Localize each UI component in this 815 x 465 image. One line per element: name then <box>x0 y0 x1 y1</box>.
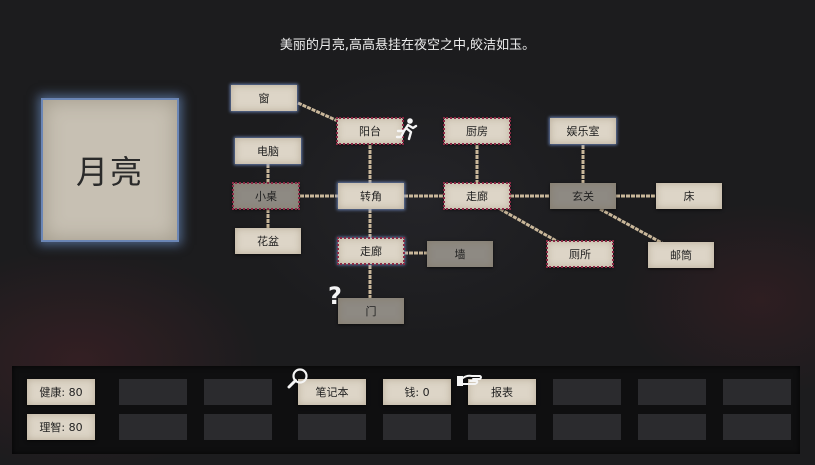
map-node-wall[interactable]: 墙 <box>427 241 493 267</box>
stat-health[interactable]: 健康: 80 <box>27 379 95 405</box>
magnifier-icon[interactable] <box>286 367 310 395</box>
inventory-slot[interactable] <box>204 379 272 405</box>
inventory-slot[interactable] <box>723 379 791 405</box>
inventory-slot[interactable] <box>638 414 706 440</box>
inventory-slot[interactable] <box>119 414 187 440</box>
inventory-slot[interactable] <box>553 414 621 440</box>
inventory-slot[interactable] <box>298 414 366 440</box>
inventory-slot[interactable] <box>468 414 536 440</box>
inventory-slot[interactable] <box>204 414 272 440</box>
item-notebook[interactable]: 笔记本 <box>298 379 366 405</box>
narration-text: 美丽的月亮,高高悬挂在夜空之中,皎洁如玉。 <box>279 38 536 53</box>
map-node-balcony[interactable]: 阳台 <box>336 117 404 145</box>
map-node-window[interactable]: 窗 <box>231 85 297 111</box>
focus-card[interactable]: 月亮 <box>41 98 179 242</box>
item-money[interactable]: 钱: 0 <box>383 379 451 405</box>
map-node-corner[interactable]: 转角 <box>338 183 404 209</box>
stat-sanity[interactable]: 理智: 80 <box>27 414 95 440</box>
map-node-hallway-lower[interactable]: 走廊 <box>337 237 405 265</box>
map-node-door[interactable]: 门 <box>338 298 404 324</box>
map-node-entertainment-room[interactable]: 娱乐室 <box>550 118 616 144</box>
inventory-slot[interactable] <box>553 379 621 405</box>
map-node-small-table[interactable]: 小桌 <box>232 182 300 210</box>
inventory-slot[interactable] <box>638 379 706 405</box>
inventory-slot[interactable] <box>723 414 791 440</box>
map-node-mailbox[interactable]: 邮筒 <box>648 242 714 268</box>
map-node-computer[interactable]: 电脑 <box>235 138 301 164</box>
inventory-slot[interactable] <box>119 379 187 405</box>
map-node-entrance[interactable]: 玄关 <box>550 183 616 209</box>
hand-grab-icon[interactable] <box>455 370 483 394</box>
map-node-bed[interactable]: 床 <box>656 183 722 209</box>
map-node-hallway[interactable]: 走廊 <box>443 182 511 210</box>
focus-card-label: 月亮 <box>75 153 144 191</box>
map-node-toilet[interactable]: 厕所 <box>546 240 614 268</box>
running-person-icon[interactable] <box>394 117 420 147</box>
map-node-flower-pot[interactable]: 花盆 <box>235 228 301 254</box>
map-node-kitchen[interactable]: 厨房 <box>443 117 511 145</box>
question-mark-icon[interactable]: ? <box>328 282 342 310</box>
item-report[interactable]: 报表 <box>468 379 536 405</box>
inventory-slot[interactable] <box>383 414 451 440</box>
